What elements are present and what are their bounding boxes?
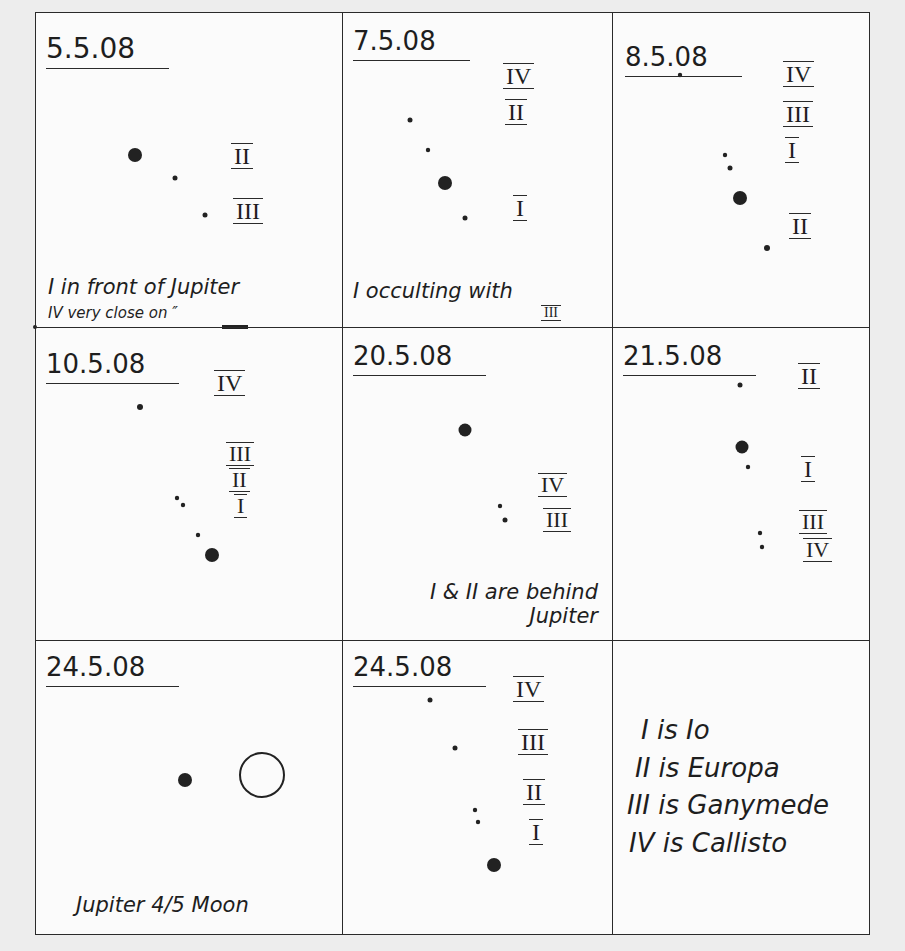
observation-date: 21.5.08 [623,342,756,376]
moon-dot [137,404,143,410]
observation-date: 10.5.08 [46,350,179,384]
moon-numeral: I [529,819,543,845]
moon-dot [733,191,747,205]
observation-note: I occulting with [353,279,513,303]
moon-numeral: I [513,195,527,221]
moon-dot [503,518,508,523]
moon-dot [175,496,179,500]
moon-numeral: II [798,363,820,389]
moon-key: III is Ganymede [627,791,829,821]
moon-dot [426,148,430,152]
moon-dot [487,858,501,872]
moon-dot [459,424,472,437]
moon-dot [453,746,458,751]
moon-dot [408,118,413,123]
observation-date: 7.5.08 [353,27,470,61]
moon-dot [128,148,142,162]
observation-date: 20.5.08 [353,342,486,376]
moon-dot [476,820,480,824]
moon-dot [764,245,770,251]
moon-key: I is Io [641,716,710,746]
moon-numeral: II [789,213,811,239]
moon-dot [181,503,185,507]
moon-numeral: IV [783,61,814,87]
observation-cell: I is Io II is EuropaIII is Ganymede IV is … [612,640,870,935]
observation-note: I & II are behind Jupiter [363,580,598,628]
observation-cell: 10.5.08IVIIIIII [35,327,343,641]
observation-cell: 8.5.08IVIIIIII [612,12,870,328]
moon-numeral: I [785,137,799,163]
moon-numeral: III [226,442,254,466]
moon-dot [196,533,200,537]
moon-key: IV is Callisto [629,829,787,859]
moon-dot [203,213,208,218]
observation-note: IV very close on ″ [48,305,178,322]
moon-numeral: II [231,143,253,169]
moon-dot [738,383,743,388]
moon-dot [438,176,452,190]
moon-dot [205,548,219,562]
observation-cell: 7.5.08IVIIII occulting withIII [342,12,613,328]
moon-dots [128,73,770,872]
moon-numeral: I [234,494,247,518]
observation-date: 24.5.08 [46,653,179,687]
moon-dot [498,504,502,508]
moon-numeral: III [541,305,561,321]
moon-dot [473,808,477,812]
moon-dot [746,465,750,469]
observation-date: 24.5.08 [353,653,486,687]
observation-date: 8.5.08 [625,43,742,77]
moon-dot [728,166,733,171]
moon-numeral: III [799,510,827,534]
moon-dot [760,545,764,549]
moon-dot [723,153,727,157]
moon-dot [736,441,749,454]
moon-dot [758,531,762,535]
moon-numeral: IV [803,538,832,562]
moon-dot [173,176,178,181]
moon-dot [428,698,433,703]
moon-numeral: II [229,468,250,492]
moon-numeral: IV [214,370,245,396]
moon-dot [178,773,192,787]
moon-key: II is Europa [635,754,780,784]
moon-outline [240,753,284,797]
moon-numeral: II [523,779,545,805]
moon-dot [463,216,468,221]
observation-cell: 5.5.08IIIIII in front of JupiterIV very … [35,12,343,328]
moon-numeral: III [233,198,263,224]
moon-numeral: III [783,101,813,127]
moon-numeral: II [505,99,527,125]
moon-numeral: IV [503,63,534,89]
moon-numeral: IV [538,473,567,497]
moon-numeral: I [801,456,815,482]
observation-cell: 20.5.08IV III I & II are behind Jupiter [342,327,613,641]
observation-cell: 24.5.08IVIIIIII [342,640,613,935]
observation-note: Jupiter 4/5 Moon [76,893,249,917]
moon-numeral: IV [513,676,544,702]
moon-numeral: III [543,508,571,532]
moon-numeral: III [518,729,548,755]
observation-note: I in front of Jupiter [48,275,239,299]
observation-cell: 21.5.08IIIIIIIV [612,327,870,641]
sheet [35,12,870,935]
observation-date: 5.5.08 [46,33,169,69]
observation-cell: 24.5.08Jupiter 4/5 Moon [35,640,343,935]
